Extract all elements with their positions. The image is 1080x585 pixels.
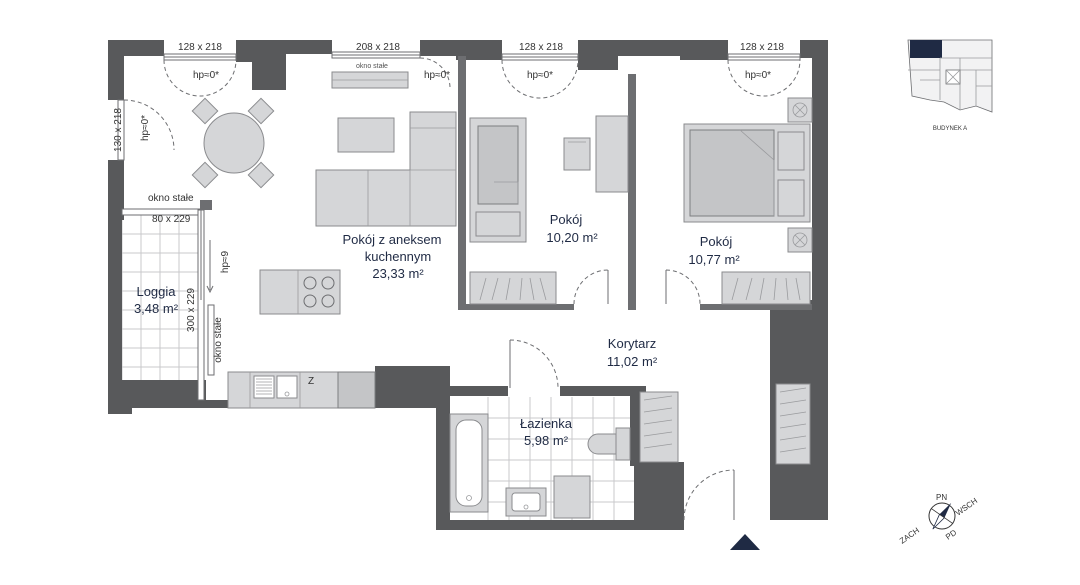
bathroom-name: Łazienka xyxy=(520,416,573,431)
window-4-dim: 128 x 218 xyxy=(740,42,784,53)
bathroom-label: Łazienka 5,98 m² xyxy=(520,416,573,448)
toilet xyxy=(587,427,631,461)
loggia-side-fixed: okno stałe xyxy=(213,317,224,363)
room2-label: Pokój 10,77 m² xyxy=(688,234,740,267)
loggia-area: 3,48 m² xyxy=(134,301,179,316)
corner-sofa xyxy=(315,111,457,227)
living-area: 23,33 m² xyxy=(372,266,424,281)
living-room-label: Pokój z aneksem kuchennym 23,33 m² xyxy=(343,232,442,281)
window-1: 128 x 218 hp≈0* xyxy=(163,42,237,97)
room1-bed xyxy=(469,117,527,243)
window-1-hp: hp≈0* xyxy=(193,70,219,81)
corridor-label: Korytarz 11,02 m² xyxy=(607,336,658,369)
room2-nightstands xyxy=(787,97,813,253)
compass-north: PN xyxy=(936,493,947,502)
window-left-hp: hp≈0* xyxy=(140,115,151,141)
loggia-window-top-fixed: okno stałe xyxy=(148,193,194,204)
entrance-door xyxy=(683,469,760,550)
loggia-tiles xyxy=(121,214,199,391)
loggia-door: hp≈9 300 x 229 okno stałe xyxy=(186,209,231,401)
corridor-area: 11,02 m² xyxy=(607,354,658,369)
compass-west: ZACH xyxy=(898,526,921,546)
room2-bed xyxy=(683,123,811,223)
window-2: 208 x 218 okno stałe hp≈0* xyxy=(331,42,451,89)
room1-area: 10,20 m² xyxy=(546,230,598,245)
bathtub xyxy=(449,413,489,513)
corridor-wardrobe-2 xyxy=(775,383,811,465)
key-plan-label: BUDYNEK A xyxy=(933,126,967,132)
loggia-door-dim: 300 x 229 xyxy=(186,288,197,332)
window-1-dim: 128 x 218 xyxy=(178,42,222,53)
room1-wardrobe xyxy=(469,271,557,305)
window-2-fixed: okno stałe xyxy=(356,63,388,70)
bathroom-door xyxy=(509,339,559,389)
room1-label: Pokój 10,20 m² xyxy=(546,212,598,245)
fridge-mark: Z xyxy=(308,376,314,387)
compass-south: PD xyxy=(944,528,958,542)
room2-name: Pokój xyxy=(700,234,733,249)
dining-set xyxy=(191,97,275,189)
entrance-arrow-icon xyxy=(730,534,760,550)
walls xyxy=(108,40,828,530)
loggia-name: Loggia xyxy=(136,284,176,299)
room2-area: 10,77 m² xyxy=(688,252,740,267)
washing-machine xyxy=(553,475,591,519)
key-plan-highlight xyxy=(910,40,942,58)
window-4-hp: hp≈0* xyxy=(745,70,771,81)
loggia-door-hp: hp≈9 xyxy=(220,250,231,273)
window-4: 128 x 218 hp≈0* xyxy=(727,42,801,97)
room1-desk xyxy=(563,115,629,193)
window-3-dim: 128 x 218 xyxy=(519,42,563,53)
key-plan: BUDYNEK A xyxy=(907,39,993,132)
kitchen-counter: Z xyxy=(227,371,376,409)
bathroom-area: 5,98 m² xyxy=(524,433,569,448)
loggia-label: Loggia 3,48 m² xyxy=(134,284,179,316)
corridor-name: Korytarz xyxy=(608,336,656,351)
living-label-line2: kuchennym xyxy=(365,249,431,264)
room2-door xyxy=(665,269,701,305)
coffee-table xyxy=(337,117,395,153)
compass-east: WSCH xyxy=(954,496,979,518)
kitchen-island xyxy=(259,269,341,315)
corridor-wardrobe-1 xyxy=(639,391,679,463)
room1-name: Pokój xyxy=(550,212,583,227)
room2-wardrobe xyxy=(721,271,811,305)
washbasin xyxy=(505,487,547,517)
room1-door xyxy=(573,269,609,305)
window-2-hp: hp≈0* xyxy=(424,70,450,81)
window-3-hp: hp≈0* xyxy=(527,70,553,81)
loggia-window-top-dim: 80 x 229 xyxy=(152,214,191,225)
window-left: 130 x 218 hp≈0* xyxy=(113,99,175,161)
window-left-dim: 130 x 218 xyxy=(113,108,124,152)
wall-cabinet xyxy=(331,71,409,89)
compass: PN WSCH PD ZACH xyxy=(898,493,979,546)
window-3: 128 x 218 hp≈0* xyxy=(501,42,579,99)
living-label-line1: Pokój z aneksem xyxy=(343,232,442,247)
window-2-dim: 208 x 218 xyxy=(356,42,400,53)
